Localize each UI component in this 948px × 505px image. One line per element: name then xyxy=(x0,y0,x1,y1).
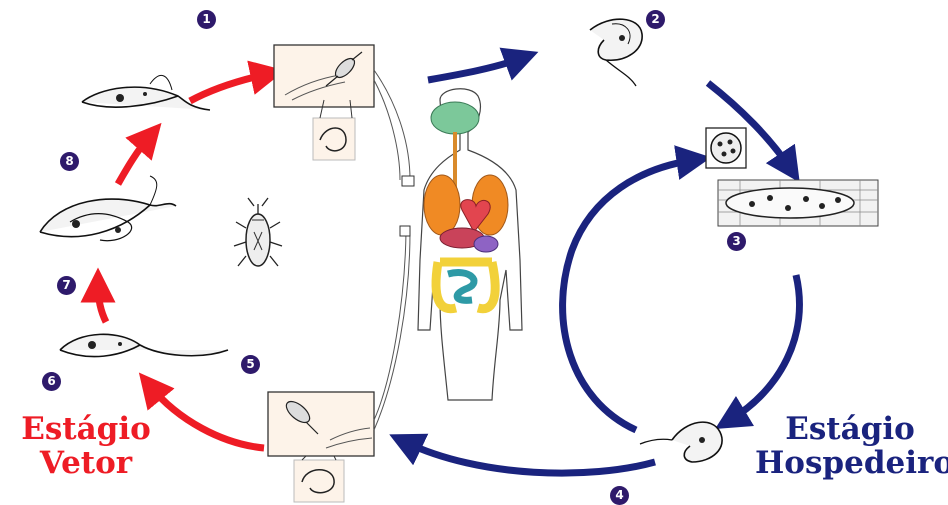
host-arrow-3-to-4 xyxy=(730,275,799,420)
epimastigote-6 xyxy=(60,334,228,356)
trypomastigote-1 xyxy=(82,75,210,110)
host-arrow-4-to-3-loop xyxy=(563,160,694,430)
step-badge-2: 2 xyxy=(646,10,665,29)
infected-tissue xyxy=(718,180,878,226)
step-badge-6: 6 xyxy=(42,372,61,391)
host-arrow-box-to-2 xyxy=(428,58,522,80)
host-stage-label: Estágio Hospedeiro xyxy=(755,412,945,480)
amastigote-cell-inset xyxy=(706,128,746,168)
left-lung xyxy=(424,175,460,235)
step-badge-7: 7 xyxy=(57,276,76,295)
step-badge-3: 3 xyxy=(727,232,746,251)
vector-arrow-8-to-1 xyxy=(118,136,150,184)
upper-bite-box xyxy=(274,45,374,160)
vector-stage-label-line1: Estágio xyxy=(6,412,166,446)
vector-arrow-box-to-6 xyxy=(150,386,264,448)
step-badge-8: 8 xyxy=(60,152,79,171)
vector-stage-label-line2: Vetor xyxy=(6,446,166,480)
connector-lines xyxy=(374,70,410,430)
step-badge-4: 4 xyxy=(610,486,629,505)
vector-arrow-7-to-8 xyxy=(98,285,106,322)
human-body xyxy=(400,89,522,400)
step-badge-1: 1 xyxy=(197,10,216,29)
brain xyxy=(431,102,479,134)
epimastigote-8 xyxy=(40,176,176,241)
lower-bite-box xyxy=(268,392,374,502)
step-badge-5: 5 xyxy=(241,355,260,374)
trypomastigote-4 xyxy=(640,422,722,462)
host-stage-label-line2: Hospedeiro xyxy=(755,446,945,480)
trypomastigote-2 xyxy=(590,19,642,86)
vector-stage-label: Estágio Vetor xyxy=(6,412,166,480)
stomach xyxy=(474,236,498,252)
host-arrow-4-to-box xyxy=(405,442,655,473)
vector-arrow-1-to-box xyxy=(190,74,268,101)
host-stage-label-line1: Estágio xyxy=(755,412,945,446)
triatomine-bug xyxy=(234,198,282,266)
